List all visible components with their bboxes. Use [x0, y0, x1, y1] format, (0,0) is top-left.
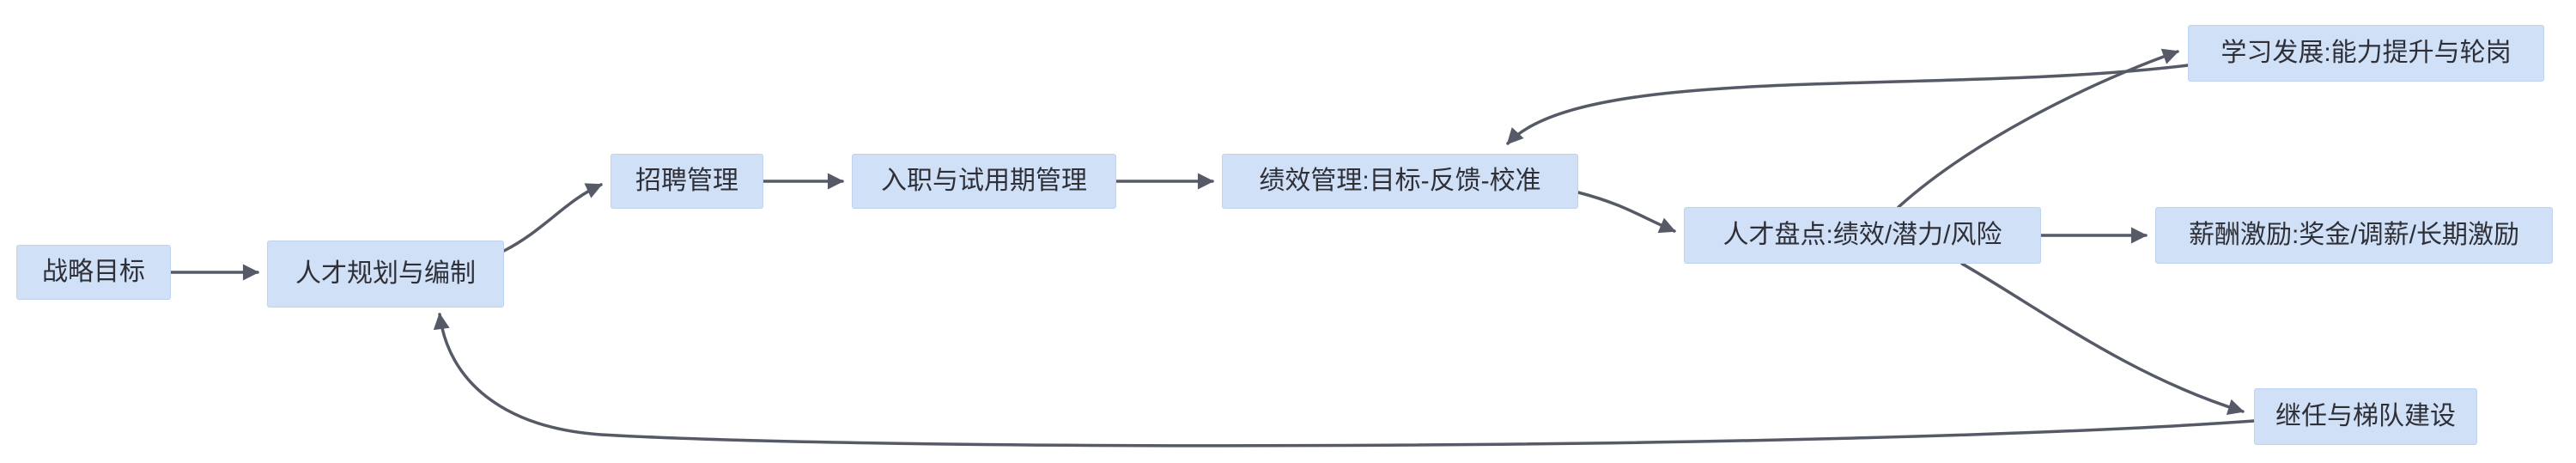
node-label: 继任与梯队建设 [2275, 402, 2456, 430]
node-label: 薪酬激励:奖金/调薪/长期激励 [2188, 221, 2519, 249]
node-onboarding: 入职与试用期管理 [852, 154, 1116, 209]
node-label: 战略目标 [42, 258, 145, 286]
node-label: 人才盘点:绩效/潜力/风险 [1722, 221, 2002, 249]
node-label: 学习发展:能力提升与轮岗 [2221, 39, 2512, 67]
edge-succession-to-planning [433, 313, 2256, 448]
edge-planning-to-recruiting [502, 183, 603, 253]
node-compensation: 薪酬激励:奖金/调薪/长期激励 [2155, 207, 2553, 264]
node-label: 招聘管理 [635, 167, 738, 195]
node-talent-planning: 人才规划与编制 [267, 241, 504, 308]
edge-talent-review-to-learning [1897, 48, 2179, 209]
node-label: 人才规划与编制 [295, 259, 476, 288]
node-recruiting: 招聘管理 [611, 154, 763, 209]
edge-talent-review-to-succession [1960, 262, 2245, 415]
node-strategic-goals: 战略目标 [16, 245, 171, 300]
node-talent-review: 人才盘点:绩效/潜力/风险 [1684, 207, 2041, 264]
edge-learning-to-performance [1506, 64, 2190, 145]
edge-performance-to-talent-review [1577, 191, 1676, 234]
node-label: 入职与试用期管理 [881, 167, 1087, 195]
node-performance: 绩效管理:目标-反馈-校准 [1222, 154, 1578, 209]
node-learning-development: 学习发展:能力提升与轮岗 [2188, 25, 2544, 82]
node-succession: 继任与梯队建设 [2254, 388, 2477, 445]
node-label: 绩效管理:目标-反馈-校准 [1259, 167, 1541, 195]
